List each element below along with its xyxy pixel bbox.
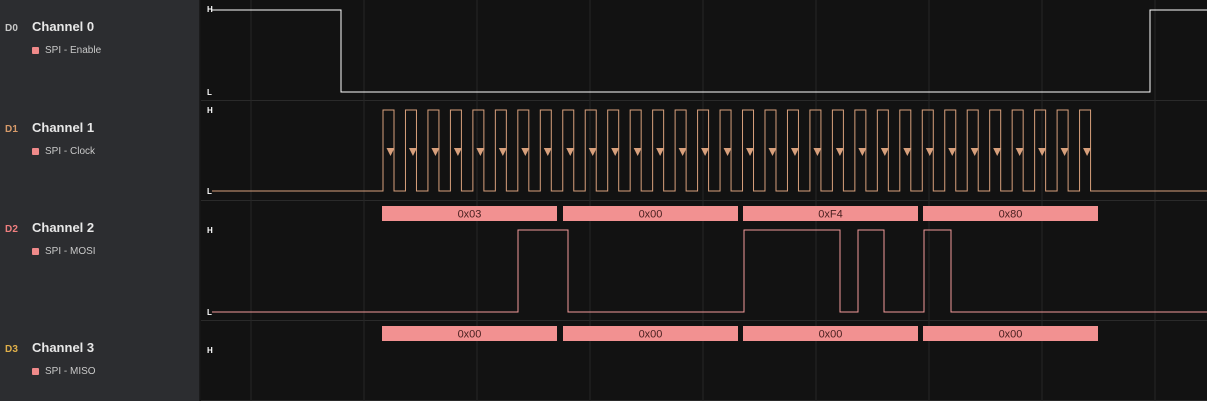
decoded-frame [923,326,1098,341]
decoded-frame [743,206,918,221]
low-level-label: L [207,308,212,317]
falling-edge-arrows [386,148,1092,156]
falling-edge-arrow-icon [1015,148,1024,156]
channel-subtitle: SPI - MOSI [32,246,96,257]
square-marker-icon [32,368,39,375]
channel-code: D1 [5,124,19,135]
analyzer-label: SPI - Enable [45,45,102,56]
falling-edge-arrow-icon [858,148,867,156]
analyzer-label: SPI - Clock [45,146,96,157]
falling-edge-arrow-icon [701,148,710,156]
channel-title[interactable]: Channel 3 [32,340,95,355]
high-level-label: H [207,106,213,115]
square-marker-icon [32,47,39,54]
decoded-frame-value: 0x00 [999,329,1023,341]
decoded-frame [743,326,918,341]
mosi-waveform: 0x03 0x00 0xF4 0x80 [212,201,1207,321]
grid-lines [250,101,1156,201]
channel-header-0[interactable]: D0 Channel 0 SPI - Enable [0,0,200,101]
mosi-trace [212,229,1207,313]
falling-edge-arrow-icon [903,148,912,156]
falling-edge-arrow-icon [993,148,1002,156]
clock-trace [212,109,1207,192]
decoded-frame [563,206,738,221]
square-marker-icon [32,248,39,255]
falling-edge-arrow-icon [1083,148,1092,156]
waveform-plot-0[interactable]: H L [201,0,1207,101]
falling-edge-arrow-icon [476,148,485,156]
miso-waveform: 0x00 0x00 0x00 0x00 [250,321,1156,401]
channel-code: D3 [5,344,19,355]
channel-row-1: D1 Channel 1 SPI - Clock H L [0,101,1207,201]
channel-code: D0 [5,23,19,34]
waveform-plot-3[interactable]: H 0x00 0x00 0x00 0x00 [201,321,1207,401]
falling-edge-arrow-icon [588,148,597,156]
channel-header-3[interactable]: D3 Channel 3 SPI - MISO [0,321,200,401]
channel-title[interactable]: Channel 2 [32,220,95,235]
decoded-frame-value: 0x00 [819,329,843,341]
falling-edge-arrow-icon [1060,148,1069,156]
grid-lines [250,0,1156,101]
decoded-frame [382,326,557,341]
falling-edge-arrow-icon [723,148,732,156]
falling-edge-arrow-icon [1038,148,1047,156]
falling-edge-arrow-icon [768,148,777,156]
high-level-label: H [207,346,213,355]
falling-edge-arrow-icon [386,148,395,156]
falling-edge-arrow-icon [835,148,844,156]
mosi-decoded-frames: 0x03 0x00 0xF4 0x80 [382,206,1098,221]
falling-edge-arrow-icon [521,148,530,156]
decoded-frame-value: 0x80 [999,209,1023,221]
low-level-label: L [207,187,212,196]
falling-edge-arrow-icon [678,148,687,156]
decoded-frame-value: 0x03 [458,209,482,221]
falling-edge-arrow-icon [611,148,620,156]
falling-edge-arrow-icon [948,148,957,156]
channel-subtitle: SPI - Enable [32,45,101,56]
decoded-frame-value: 0xF4 [818,209,842,221]
decoded-frame [382,206,557,221]
decoded-frame [923,206,1098,221]
channel-row-0: D0 Channel 0 SPI - Enable H L [0,0,1207,101]
enable-trace [212,9,1207,93]
channel-subtitle: SPI - Clock [32,146,95,157]
channel-row-2: D2 Channel 2 SPI - MOSI H L 0x03 0x00 0xF4… [0,201,1207,321]
low-level-label: L [207,88,212,97]
square-marker-icon [32,148,39,155]
falling-edge-arrow-icon [790,148,799,156]
miso-decoded-frames: 0x00 0x00 0x00 0x00 [382,326,1098,341]
analyzer-label: SPI - MISO [45,366,96,377]
waveform-plot-2[interactable]: H L 0x03 0x00 0xF4 0x80 [201,201,1207,321]
decoded-frame-value: 0x00 [639,329,663,341]
waveform-plot-1[interactable]: H L [201,101,1207,201]
falling-edge-arrow-icon [408,148,417,156]
falling-edge-arrow-icon [880,148,889,156]
falling-edge-arrow-icon [813,148,822,156]
falling-edge-arrow-icon [970,148,979,156]
decoded-frame-value: 0x00 [639,209,663,221]
high-level-label: H [207,226,213,235]
clock-waveform [212,101,1207,201]
falling-edge-arrow-icon [566,148,575,156]
falling-edge-arrow-icon [746,148,755,156]
falling-edge-arrow-icon [925,148,934,156]
falling-edge-arrow-icon [656,148,665,156]
falling-edge-arrow-icon [543,148,552,156]
channel-title[interactable]: Channel 0 [32,19,95,34]
falling-edge-arrow-icon [498,148,507,156]
analyzer-label: SPI - MOSI [45,246,96,257]
falling-edge-arrow-icon [453,148,462,156]
falling-edge-arrow-icon [633,148,642,156]
channel-title[interactable]: Channel 1 [32,120,95,135]
channel-code: D2 [5,224,19,235]
enable-waveform [212,0,1207,101]
high-level-label: H [207,5,213,14]
falling-edge-arrow-icon [431,148,440,156]
decoded-frame [563,326,738,341]
channel-subtitle: SPI - MISO [32,366,96,377]
channel-header-2[interactable]: D2 Channel 2 SPI - MOSI [0,201,200,321]
channel-header-1[interactable]: D1 Channel 1 SPI - Clock [0,101,200,201]
decoded-frame-value: 0x00 [458,329,482,341]
